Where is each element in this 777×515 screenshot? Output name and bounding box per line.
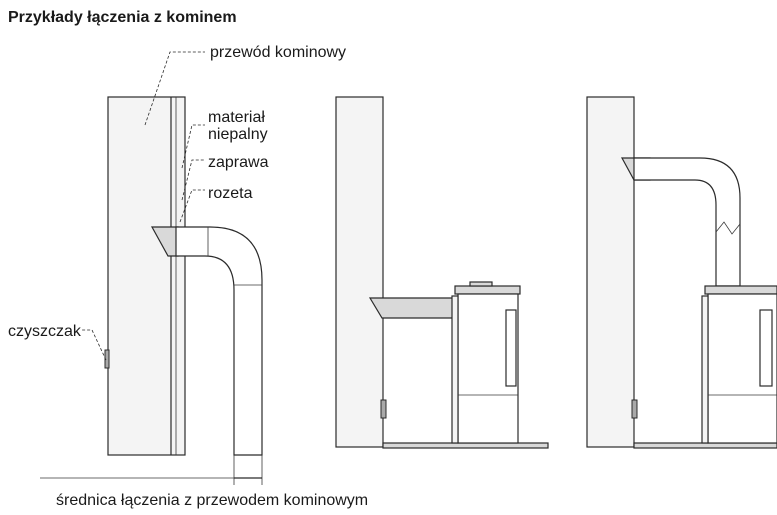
connector-pipe-1 bbox=[175, 226, 263, 456]
stove-door-2 bbox=[505, 309, 517, 387]
floor-plate-3 bbox=[633, 442, 777, 449]
label-mortar: zaprawa bbox=[208, 154, 269, 171]
label-flue: przewód kominowy bbox=[210, 44, 346, 61]
example-1-pipe-through-chimney bbox=[40, 96, 263, 485]
leader-rosette bbox=[179, 189, 205, 223]
cleanout-door-3 bbox=[631, 399, 638, 419]
diagram-title: Przykłady łączenia z kominem bbox=[8, 9, 237, 26]
stove-top-2 bbox=[454, 285, 521, 295]
label-material-2: niepalny bbox=[208, 126, 268, 143]
cleanout-door bbox=[104, 349, 110, 369]
pipe-break-3 bbox=[715, 221, 741, 235]
stove-side-3 bbox=[701, 295, 709, 444]
stove-top-3 bbox=[704, 285, 777, 295]
leader-flue bbox=[144, 51, 205, 126]
label-cleanout: czyszczak bbox=[8, 323, 82, 340]
cleanout-door-2 bbox=[380, 399, 387, 419]
chimney-wall-3 bbox=[586, 96, 635, 448]
label-diameter: średnica łączenia z przewodem kominowym bbox=[56, 492, 368, 509]
stove-outlet-2 bbox=[469, 281, 493, 287]
floor-plate-2 bbox=[382, 442, 549, 449]
stove-side-2 bbox=[451, 295, 459, 444]
leader-mortar bbox=[181, 159, 205, 201]
example-3-top-connection bbox=[586, 96, 777, 449]
leader-lines bbox=[82, 51, 205, 361]
chimney-wall-1 bbox=[107, 96, 186, 456]
leader-cleanout bbox=[82, 329, 107, 361]
label-material-1: materiał bbox=[208, 109, 265, 126]
stove-2 bbox=[451, 281, 521, 444]
example-2-side-connection bbox=[335, 96, 549, 449]
connector-pipe-2 bbox=[368, 297, 456, 319]
label-rosette: rozeta bbox=[208, 185, 253, 202]
stove-door-3 bbox=[759, 309, 773, 387]
stove-3 bbox=[701, 285, 777, 444]
chimney-wall-2 bbox=[335, 96, 384, 448]
leader-material bbox=[181, 124, 205, 169]
